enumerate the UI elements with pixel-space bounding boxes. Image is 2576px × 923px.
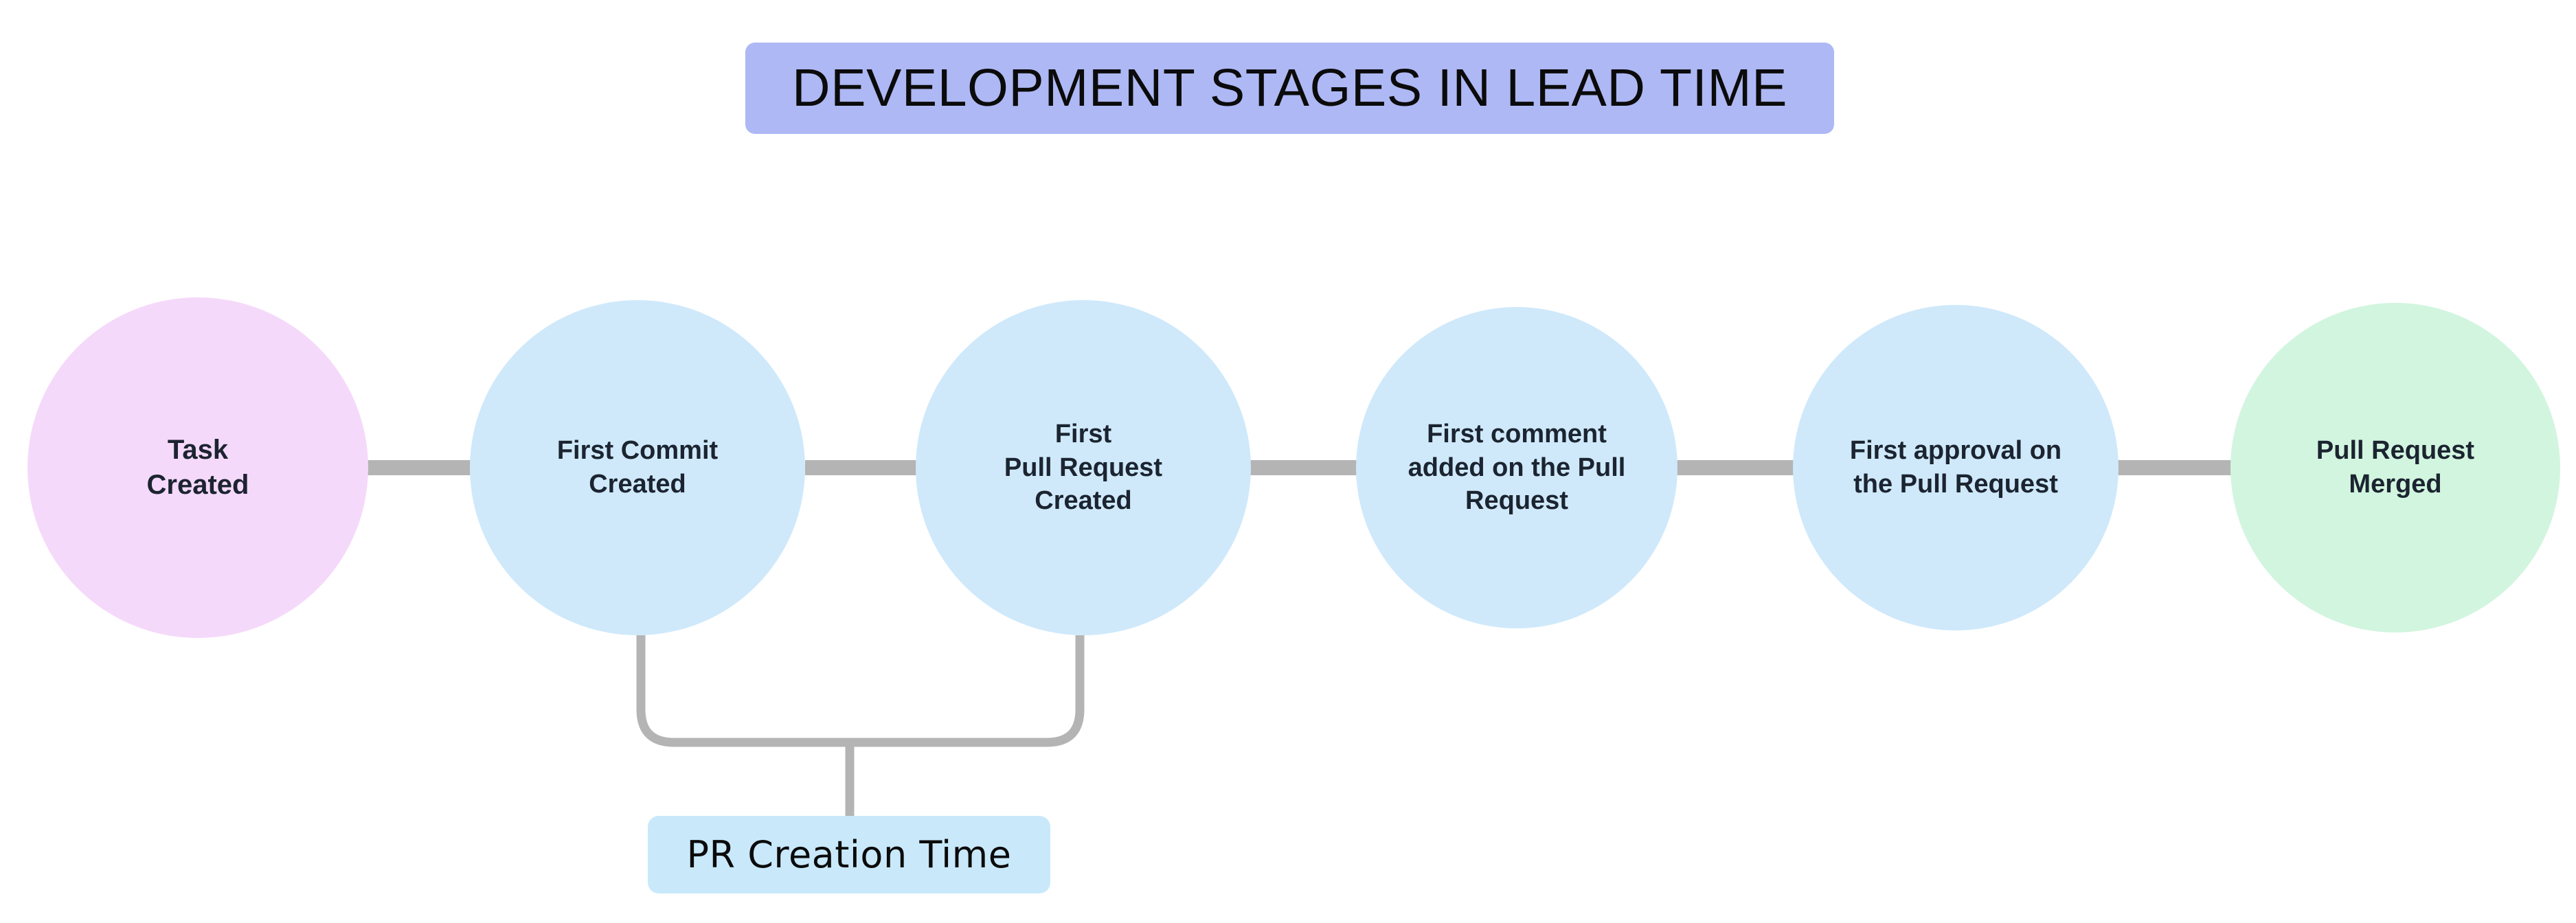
page-title: DEVELOPMENT STAGES IN LEAD TIME — [792, 58, 1787, 117]
stage-node-first-pull-request-created[interactable]: First Pull Request Created — [916, 300, 1251, 635]
stage-node-task-created[interactable]: Task Created — [27, 297, 368, 638]
stage-node-label: First Commit Created — [556, 436, 719, 499]
bracket-path — [636, 635, 1085, 747]
stage-node-label: Task Created — [146, 434, 249, 500]
pr-creation-time-label: PR Creation Time — [686, 833, 1012, 876]
stage-node-label: First approval on the Pull Request — [1849, 436, 2062, 499]
stage-node-label: Pull Request Merged — [2316, 436, 2475, 499]
pr-creation-bracket — [636, 635, 1085, 819]
stage-node-label: First Pull Request Created — [1004, 420, 1163, 516]
diagram-title-banner: DEVELOPMENT STAGES IN LEAD TIME — [745, 43, 1834, 134]
stage-node-first-comment-added[interactable]: First comment added on the Pull Request — [1356, 307, 1677, 628]
stage-node-first-commit-created[interactable]: First Commit Created — [470, 300, 805, 635]
stage-node-pull-request-merged[interactable]: Pull Request Merged — [2230, 303, 2560, 633]
stage-node-first-approval[interactable]: First approval on the Pull Request — [1793, 305, 2119, 630]
stage-node-label: First comment added on the Pull Request — [1408, 420, 1626, 516]
pr-creation-time-chip: PR Creation Time — [648, 816, 1050, 893]
